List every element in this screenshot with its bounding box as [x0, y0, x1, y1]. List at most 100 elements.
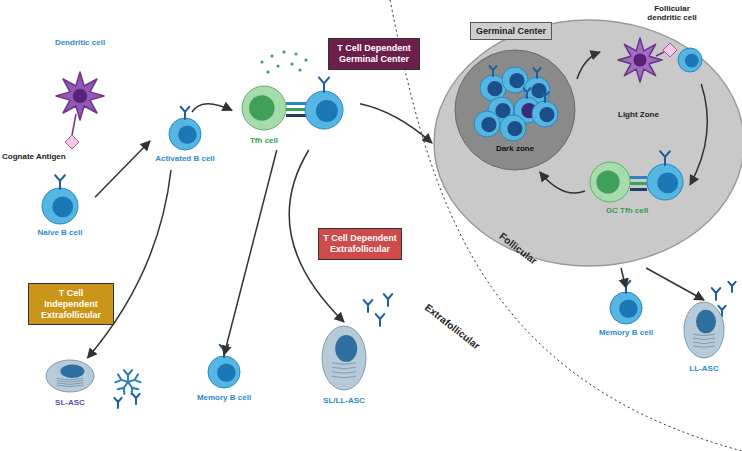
arrow-connector — [621, 268, 626, 288]
antibody — [115, 374, 129, 386]
cell-node: Follicular dendritic cell — [600, 4, 735, 84]
antibody — [55, 175, 65, 189]
dendritic-shape — [618, 38, 662, 82]
box-label: T Cell Dependent Germinal Center — [329, 39, 419, 69]
cytokine — [276, 64, 279, 67]
cell-label: LL-ASC — [689, 364, 718, 373]
cytokine — [282, 50, 285, 53]
b-cell — [208, 356, 240, 388]
antibodies — [114, 282, 735, 408]
cell-node: Activated B cell — [150, 112, 220, 170]
b-cell — [532, 101, 558, 127]
cell-node: SL/LL-ASC — [308, 322, 380, 432]
region-label: Extrafollicular — [422, 301, 481, 351]
cell-label: Dark zone — [496, 144, 534, 153]
antibody — [660, 151, 670, 165]
er-line — [693, 346, 715, 348]
plasma-cell — [684, 302, 724, 358]
arrow-connector — [690, 84, 707, 185]
antibody — [181, 107, 190, 119]
nucleus — [619, 300, 638, 319]
nucleus — [335, 335, 357, 362]
antigen-stalk — [72, 114, 76, 135]
er-line — [332, 372, 356, 374]
cell-label: Dendritic cell — [55, 38, 105, 47]
box-label: T Cell Independent Extrafollicular — [29, 284, 113, 324]
antibody — [712, 288, 720, 300]
nucleus — [52, 196, 73, 217]
cell-label: Follicular dendritic cell — [639, 4, 705, 22]
antibody — [220, 345, 229, 357]
er-line — [332, 376, 356, 378]
synapse-receptor — [286, 114, 306, 117]
antigen-stalk — [656, 52, 664, 56]
b-cell — [305, 91, 343, 129]
nucleus — [60, 364, 84, 377]
er-line — [693, 334, 715, 336]
box-label: T Cell Dependent Extrafollicular — [319, 229, 401, 259]
nucleus — [696, 310, 716, 334]
cell-node: Memory B cell — [596, 288, 656, 344]
nucleus — [249, 95, 275, 121]
cell-node: Dendritic cell — [40, 38, 120, 156]
cell-label: Memory B cell — [599, 328, 653, 337]
antibody — [319, 77, 329, 92]
nucleus — [178, 126, 197, 145]
antibody — [489, 66, 496, 76]
cell-node: Memory B cell — [193, 355, 255, 411]
cell-node: Tfh cell — [232, 84, 360, 150]
b-cell — [474, 111, 500, 137]
arrow-connector — [224, 150, 277, 355]
arrow-connector — [577, 52, 600, 79]
b-cell — [500, 115, 526, 141]
dark-zone-region — [455, 50, 575, 170]
cytokine — [260, 60, 263, 63]
antigen — [65, 135, 79, 149]
annotation: Cognate Antigen — [2, 152, 66, 161]
nucleus — [509, 73, 524, 88]
nucleus — [539, 107, 554, 122]
antibody — [364, 300, 372, 312]
cell-node: LL-ASC — [672, 300, 736, 382]
cytokine — [266, 70, 269, 73]
plasma-cell — [46, 360, 94, 392]
nucleus — [487, 81, 502, 96]
synapse-receptor — [286, 102, 306, 105]
cell-label: Naive B cell — [38, 228, 83, 237]
cell-node: Naive B cell — [25, 186, 95, 242]
synapse-receptor — [630, 188, 647, 191]
antigen — [663, 43, 677, 57]
dendritic-shape — [56, 72, 104, 120]
cytokine — [298, 68, 301, 71]
arrow-connector — [540, 172, 585, 193]
cell-node: Dark zone — [453, 48, 577, 172]
plasma-cell — [322, 326, 366, 390]
nucleus — [657, 172, 678, 193]
synapse-receptor — [630, 176, 647, 179]
cell-picture — [193, 355, 255, 411]
arrow-connector — [289, 150, 344, 322]
cell-label: Activated B cell — [155, 154, 215, 163]
antibody — [533, 68, 540, 78]
nucleus — [73, 89, 87, 103]
arrow-connector — [646, 268, 704, 300]
cell-node: SL-ASC — [35, 358, 105, 413]
cell-label: Memory B cell — [197, 393, 251, 402]
nucleus — [481, 117, 496, 132]
cell-picture — [308, 322, 380, 432]
er-line — [693, 338, 715, 340]
b-cell — [610, 292, 642, 324]
antibody — [728, 282, 735, 292]
nucleus — [633, 53, 646, 66]
t-cell — [242, 86, 286, 130]
synapse-receptor — [286, 108, 306, 111]
cell-picture — [40, 38, 120, 156]
nucleus — [316, 100, 338, 122]
arrow-connector — [360, 104, 432, 143]
annotation: Light Zone — [618, 110, 659, 119]
er-line — [332, 363, 356, 365]
er-line — [57, 385, 83, 387]
b-cell — [678, 48, 702, 72]
